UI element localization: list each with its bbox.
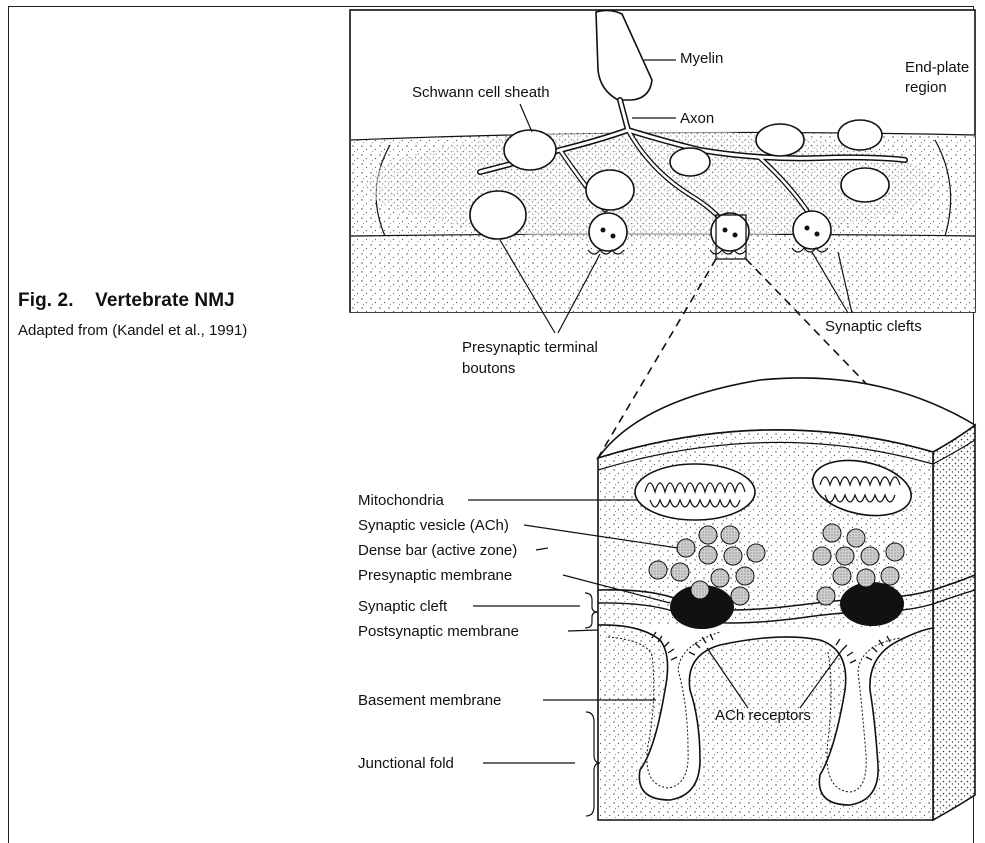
label-mitochondria: Mitochondria xyxy=(358,492,445,509)
label-end-plate-line2: region xyxy=(905,79,947,96)
dense-bar-right xyxy=(840,582,904,626)
label-presynaptic-membrane: Presynaptic membrane xyxy=(358,567,512,584)
label-myelin: Myelin xyxy=(680,50,723,67)
label-basement-membrane: Basement membrane xyxy=(358,692,501,709)
label-schwann-cell-sheath: Schwann cell sheath xyxy=(412,84,550,101)
bracket-synaptic-cleft xyxy=(585,593,598,628)
label-end-plate-line1: End-plate xyxy=(905,59,969,76)
label-presynaptic-terminal-line1: Presynaptic terminal xyxy=(462,339,598,356)
block-side-face xyxy=(933,425,975,820)
label-synaptic-clefts: Synaptic clefts xyxy=(825,318,922,335)
label-presynaptic-terminal-line2: boutons xyxy=(462,360,515,377)
label-ach-receptors: ACh receptors xyxy=(715,707,811,724)
label-synaptic-vesicle: Synaptic vesicle (ACh) xyxy=(358,517,509,534)
label-dense-bar: Dense bar (active zone) xyxy=(358,542,517,559)
label-synaptic-cleft: Synaptic cleft xyxy=(358,598,448,615)
label-postsynaptic-membrane: Postsynaptic membrane xyxy=(358,623,519,640)
label-junctional-fold: Junctional fold xyxy=(358,755,454,772)
top-panel-illustration: Myelin Axon Schwann cell sheath End-plat… xyxy=(350,10,975,377)
label-axon: Axon xyxy=(680,110,714,127)
